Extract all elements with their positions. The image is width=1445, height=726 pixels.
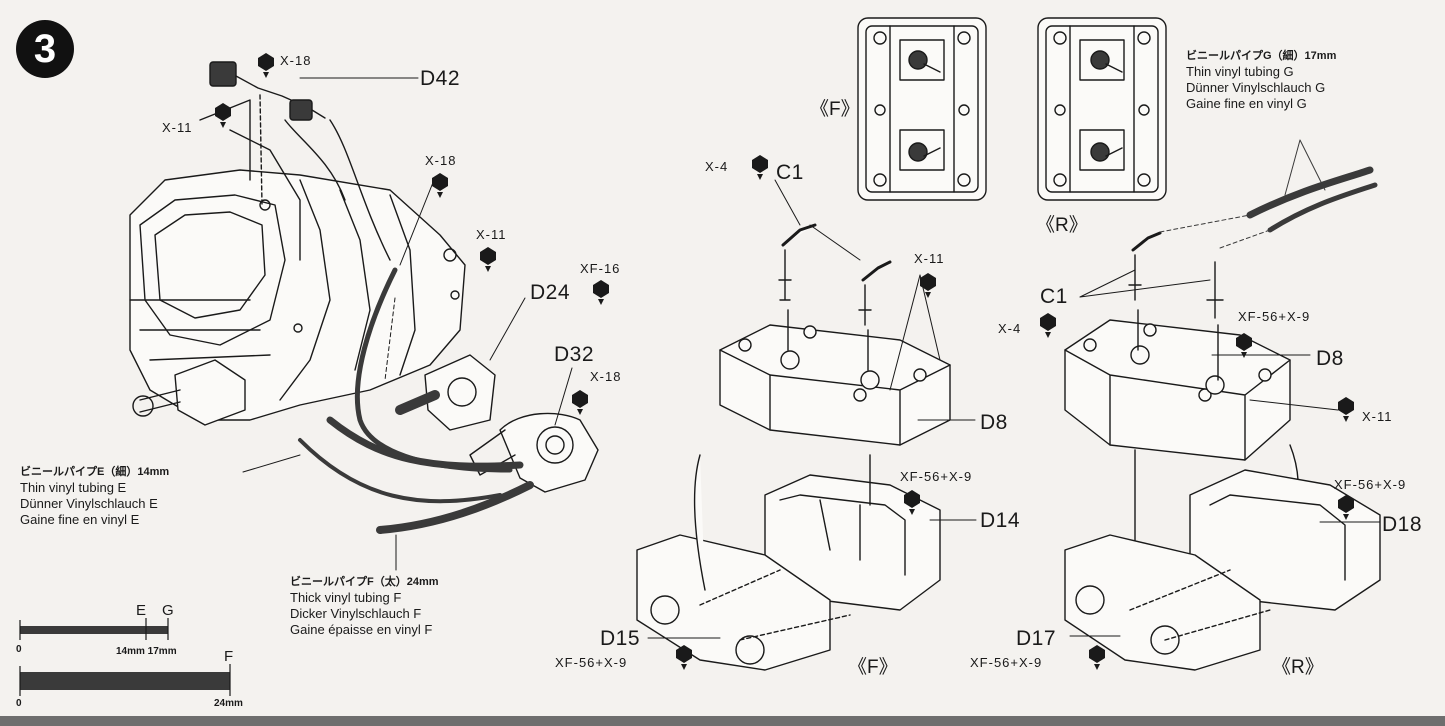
part-label-d8-r: D8 bbox=[1316, 347, 1344, 370]
paint-markers bbox=[215, 53, 1354, 670]
paint-label-x4-f: X-4 bbox=[705, 159, 729, 174]
paint-label-x4-r: X-4 bbox=[998, 321, 1022, 336]
paint-label-xf56-x9-f1: XF-56+X-9 bbox=[900, 469, 973, 484]
scale-mark-thick: 24mm bbox=[214, 698, 243, 709]
tube-e-legend: ビニールパイプE（細）14mm Thin vinyl tubing E Dünn… bbox=[20, 464, 169, 528]
part-label-d14: D14 bbox=[980, 509, 1021, 532]
scale-label-f: F bbox=[224, 648, 234, 665]
view-label-f-bottom: 《F》 bbox=[848, 657, 898, 678]
tube-e-jp: ビニールパイプE（細）14mm bbox=[20, 466, 170, 478]
paint-label-x11-left: X-11 bbox=[162, 120, 193, 135]
paint-label-x11-f: X-11 bbox=[914, 251, 945, 266]
view-label-r-top: 《R》 bbox=[1036, 215, 1088, 236]
valve-cover-top-view-r bbox=[1037, 17, 1167, 201]
scale-label-g: G bbox=[162, 602, 174, 619]
paint-label-x18-top: X-18 bbox=[280, 53, 312, 68]
tube-f-en: Thick vinyl tubing F bbox=[290, 590, 402, 605]
engine-block-drawing bbox=[129, 99, 599, 493]
front-cylinder-head-drawing bbox=[636, 454, 941, 671]
part-label-d32: D32 bbox=[554, 343, 595, 366]
part-label-c1-f: C1 bbox=[776, 161, 804, 184]
view-label-f-top: 《F》 bbox=[810, 99, 860, 120]
paint-label-xf56-x9-f2: XF-56+X-9 bbox=[555, 655, 628, 670]
front-head-cover-drawing bbox=[719, 179, 951, 446]
tube-g-jp: ビニールパイプG（細）17mm bbox=[1186, 50, 1337, 62]
part-label-d42: D42 bbox=[420, 67, 461, 90]
tube-g-legend: ビニールパイプG（細）17mm Thin vinyl tubing G Dünn… bbox=[1186, 48, 1336, 112]
scale-label-e: E bbox=[136, 602, 147, 619]
tube-f-jp: ビニールパイプF（太）24mm bbox=[290, 576, 439, 588]
tube-g-en: Thin vinyl tubing G bbox=[1186, 64, 1294, 79]
paint-label-x18-right: X-18 bbox=[590, 369, 622, 384]
page-bottom-rule bbox=[0, 716, 1445, 726]
tube-g-de: Dünner Vinylschlauch G bbox=[1186, 80, 1326, 95]
tube-f-fr: Gaine épaisse en vinyl F bbox=[290, 622, 433, 637]
paint-label-x18-mid: X-18 bbox=[425, 153, 457, 168]
d42-fitting-drawing bbox=[209, 61, 326, 206]
tube-g-drawing bbox=[1159, 139, 1378, 249]
paint-label-xf16: XF-16 bbox=[580, 261, 621, 276]
view-label-r-bottom: 《R》 bbox=[1272, 657, 1324, 678]
part-label-d17: D17 bbox=[1016, 627, 1057, 650]
part-label-d18: D18 bbox=[1382, 513, 1423, 536]
part-label-d15: D15 bbox=[600, 627, 641, 650]
vinyl-tubes-drawing bbox=[298, 267, 534, 534]
tube-f-de: Dicker Vinylschlauch F bbox=[290, 606, 422, 621]
scale-zero-thin: 0 bbox=[16, 644, 22, 655]
part-label-d24: D24 bbox=[530, 281, 571, 304]
step-number-badge: 3 bbox=[16, 20, 74, 78]
paint-label-xf56-x9-r1: XF-56+X-9 bbox=[1238, 309, 1311, 324]
tube-g-fr: Gaine fine en vinyl G bbox=[1186, 96, 1307, 111]
paint-label-xf56-x9-r3: XF-56+X-9 bbox=[970, 655, 1043, 670]
scale-mark-thin: 14mm 17mm bbox=[116, 646, 177, 657]
tube-e-fr: Gaine fine en vinyl E bbox=[20, 512, 140, 527]
tube-e-en: Thin vinyl tubing E bbox=[20, 480, 127, 495]
scale-zero-thick: 0 bbox=[16, 698, 22, 709]
rear-cylinder-head-drawing bbox=[1064, 469, 1381, 671]
paint-label-xf56-x9-r2: XF-56+X-9 bbox=[1334, 477, 1407, 492]
tube-f-legend: ビニールパイプF（太）24mm Thick vinyl tubing F Dic… bbox=[290, 574, 439, 638]
part-label-c1-r: C1 bbox=[1040, 285, 1068, 308]
valve-cover-top-view-f bbox=[857, 17, 987, 201]
paint-label-x11-mid: X-11 bbox=[476, 227, 507, 242]
tube-length-scale bbox=[19, 618, 231, 696]
part-label-d8-f: D8 bbox=[980, 411, 1008, 434]
paint-label-x11-r: X-11 bbox=[1362, 409, 1393, 424]
tube-e-de: Dünner Vinylschlauch E bbox=[20, 496, 158, 511]
